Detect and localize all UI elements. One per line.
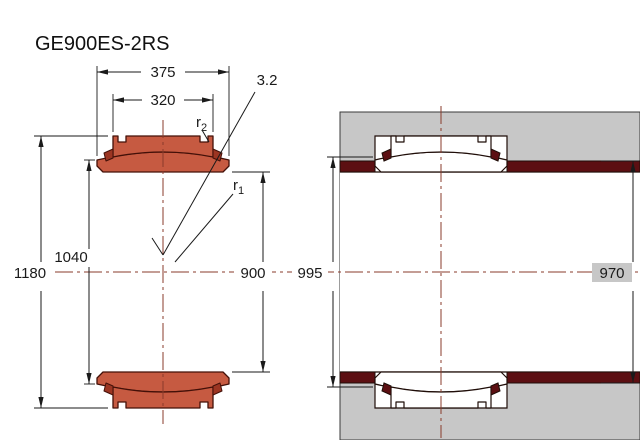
- label-970: 970: [599, 265, 624, 282]
- seal-left: [103, 148, 114, 162]
- mounted-bearing-top-half: [374, 135, 508, 173]
- drawing-title: GE900ES-2RS: [35, 33, 170, 55]
- outer-ring: [112, 135, 214, 158]
- label-995: 995: [297, 265, 322, 282]
- spacer-ring-top-left: [339, 160, 376, 173]
- spacer-ring-top-right: [506, 160, 640, 173]
- dimension-995: [327, 156, 373, 388]
- seal-right: [212, 382, 223, 396]
- dimension-1180: [34, 135, 108, 409]
- label-bg-970: [592, 263, 632, 282]
- label-320: 320: [150, 92, 175, 109]
- mounted-seal-right: [490, 148, 501, 162]
- r2-leader: [201, 129, 210, 143]
- seal-left: [103, 382, 114, 396]
- label-r1: r1: [233, 177, 244, 197]
- dimension-320: [112, 94, 214, 132]
- mounted-seal-left: [381, 148, 392, 162]
- label-bg-900: [234, 263, 272, 282]
- label-1040: 1040: [54, 249, 87, 266]
- dimension-970: [601, 160, 639, 384]
- surface-roughness-mark: [151, 91, 256, 256]
- dimension-1040: [84, 159, 95, 385]
- label-1180: 1180: [14, 265, 46, 282]
- label-roughness: 3.2: [257, 72, 278, 89]
- label-375: 375: [150, 64, 175, 81]
- label-r2: r2: [196, 114, 207, 134]
- dimension-900: [232, 171, 270, 373]
- spacer-ring-bottom-right: [506, 371, 640, 384]
- seal-right: [212, 148, 223, 162]
- label-900: 900: [240, 265, 265, 282]
- mounted-seal-right: [490, 382, 501, 396]
- dimension-375: [96, 66, 230, 156]
- label-bg-995: [292, 263, 328, 282]
- spacer-ring-bottom-left: [339, 371, 376, 384]
- mounted-seal-left: [381, 382, 392, 396]
- r1-leader: [174, 193, 234, 263]
